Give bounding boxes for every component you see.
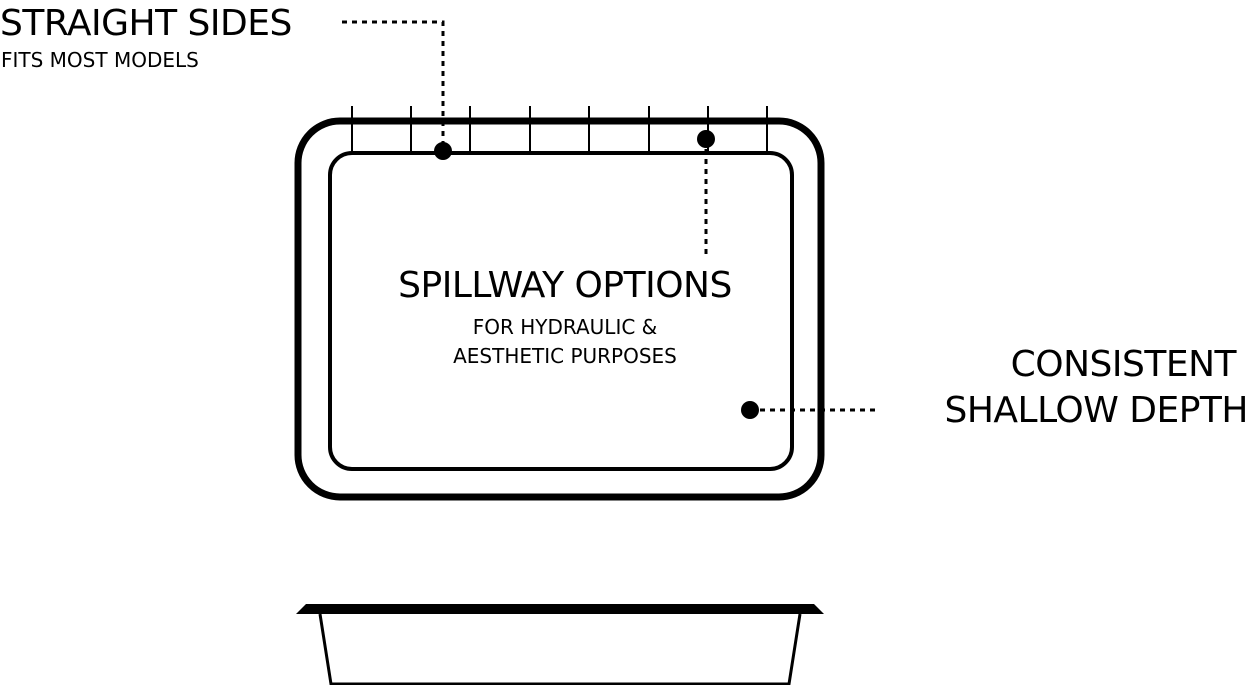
spillway-options-title: SPILLWAY OPTIONS (398, 265, 732, 306)
tray-profile-lip (296, 604, 824, 614)
straight-sides-leader (342, 20, 445, 151)
straight-sides-subtitle: FITS MOST MODELS (1, 48, 199, 72)
depth-dot (741, 401, 759, 419)
shallow-depth-title-line2: SHALLOW DEPTH (944, 390, 1249, 431)
spillway-options-subtitle-line2: AESTHETIC PURPOSES (453, 344, 677, 368)
tray-inner-basin (328, 151, 794, 471)
straight-sides-dot (434, 142, 452, 160)
shallow-depth-title-line1: CONSISTENT (1010, 344, 1237, 385)
straight-sides-title: STRAIGHT SIDES (0, 3, 292, 44)
spillway-dot (697, 130, 715, 148)
tray-outer-rim (294, 117, 825, 501)
spillway-options-subtitle-line1: FOR HYDRAULIC & (472, 315, 658, 339)
tray-profile-body (318, 613, 802, 685)
spillway-ticks (351, 106, 768, 153)
